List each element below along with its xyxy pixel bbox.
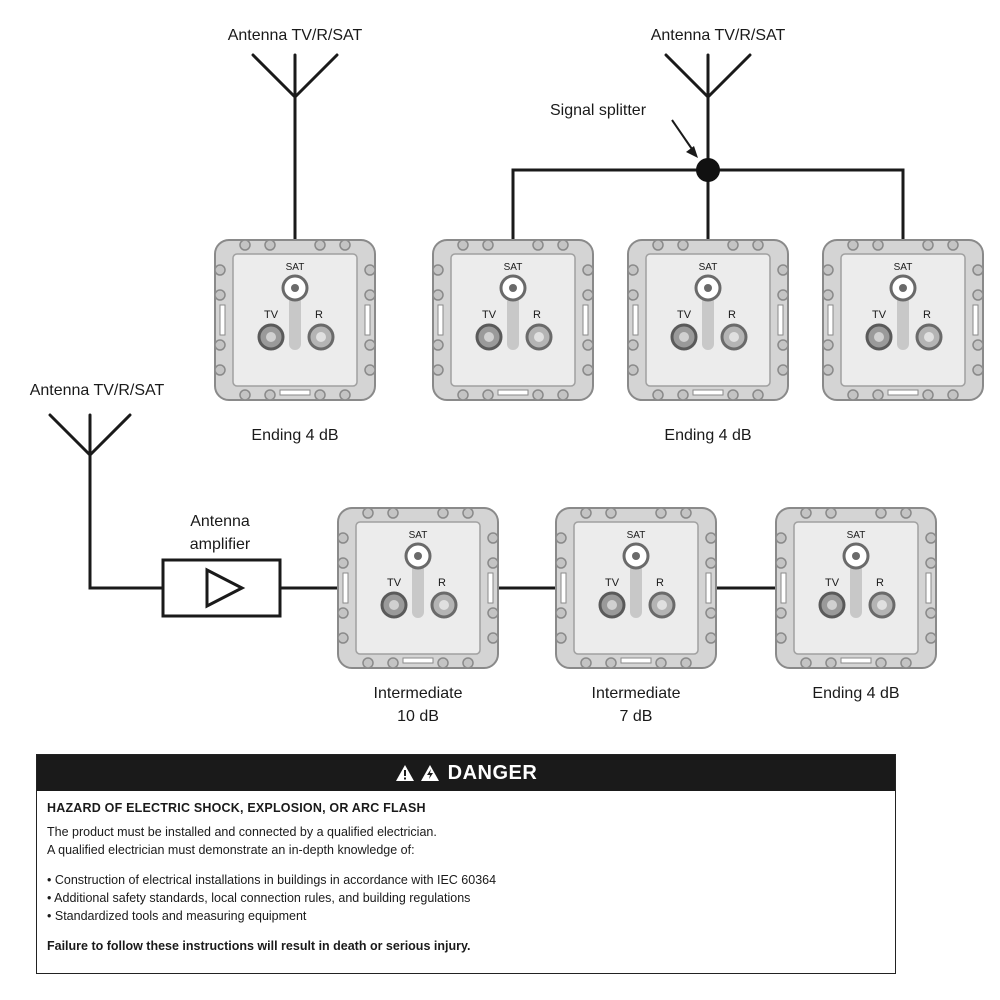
socket-tv-label: TV	[825, 577, 840, 589]
socket-tv-label: TV	[387, 577, 402, 589]
danger-header: DANGER	[37, 755, 895, 791]
splitter-label: Signal splitter	[550, 102, 647, 119]
danger-bullet-list: Construction of electrical installations…	[47, 871, 885, 925]
danger-panel: DANGER HAZARD OF ELECTRIC SHOCK, EXPLOSI…	[36, 754, 896, 974]
signal-splitter	[511, 119, 905, 247]
antenna-icon-right	[664, 53, 752, 172]
antenna-icon-bottom	[48, 413, 165, 590]
socket-splitter-1: SAT TV R	[433, 240, 593, 400]
socket-tv-label: TV	[605, 577, 620, 589]
danger-bullet: Additional safety standards, local conne…	[47, 889, 885, 907]
danger-failure-statement: Failure to follow these instructions wil…	[47, 939, 471, 953]
socket-single-ending: SAT TV R	[215, 240, 375, 400]
danger-title: DANGER	[447, 761, 538, 784]
danger-bullet: Standardized tools and measuring equipme…	[47, 907, 885, 925]
socket-sat-label: SAT	[847, 530, 866, 541]
danger-body: HAZARD OF ELECTRIC SHOCK, EXPLOSION, OR …	[37, 791, 895, 955]
socket-tv-label: TV	[872, 309, 887, 321]
antenna-wiring-diagram: Antenna TV/R/SAT Antenna TV/R/SAT Antenn…	[30, 27, 1000, 725]
socket-r-label: R	[923, 309, 931, 321]
amplifier-triangle-icon	[205, 567, 246, 609]
socket-sat-label: SAT	[504, 262, 523, 273]
antenna-label-right: Antenna TV/R/SAT	[651, 27, 786, 44]
caption-intermediate-10-line1: Intermediate	[374, 685, 463, 702]
danger-hazard-title: HAZARD OF ELECTRIC SHOCK, EXPLOSION, OR …	[47, 801, 426, 815]
socket-tv-label: TV	[264, 309, 279, 321]
socket-r-label: R	[438, 577, 446, 589]
socket-r-label: R	[533, 309, 541, 321]
socket-intermediate-10db: SAT TV R	[338, 508, 498, 668]
caption-chain-ending: Ending 4 dB	[812, 685, 899, 702]
socket-sat-label: SAT	[286, 262, 305, 273]
socket-r-label: R	[315, 309, 323, 321]
amplifier-box	[161, 558, 282, 618]
caption-intermediate-7-line2: 7 dB	[620, 708, 653, 725]
caption-single-ending: Ending 4 dB	[251, 427, 338, 444]
socket-r-label: R	[728, 309, 736, 321]
socket-tv-label: TV	[482, 309, 497, 321]
warning-triangle-icon	[395, 765, 414, 781]
caption-intermediate-10-line2: 10 dB	[397, 708, 439, 725]
socket-sat-label: SAT	[894, 262, 913, 273]
socket-r-label: R	[656, 577, 664, 589]
caption-intermediate-7-line1: Intermediate	[592, 685, 681, 702]
socket-sat-label: SAT	[627, 530, 646, 541]
socket-r-label: R	[876, 577, 884, 589]
amplifier-label-line1: Antenna	[190, 513, 250, 530]
socket-tv-label: TV	[677, 309, 692, 321]
socket-splitter-3: SAT TV R	[823, 240, 983, 400]
socket-sat-label: SAT	[409, 530, 428, 541]
amplifier-label-line2: amplifier	[190, 536, 251, 553]
socket-sat-label: SAT	[699, 262, 718, 273]
antenna-label-left: Antenna TV/R/SAT	[228, 27, 363, 44]
socket-chain-ending: SAT TV R	[776, 508, 936, 668]
danger-line-2: A qualified electrician must demonstrate…	[47, 843, 415, 857]
socket-splitter-2: SAT TV R	[628, 240, 788, 400]
danger-line-1: The product must be installed and connec…	[47, 825, 437, 839]
danger-bullet: Construction of electrical installations…	[47, 871, 885, 889]
caption-splitter-ending: Ending 4 dB	[664, 427, 751, 444]
antenna-label-bottom: Antenna TV/R/SAT	[30, 382, 165, 399]
antenna-icon-left	[251, 53, 339, 242]
socket-intermediate-7db: SAT TV R	[556, 508, 716, 668]
electric-warning-icon	[420, 765, 439, 781]
